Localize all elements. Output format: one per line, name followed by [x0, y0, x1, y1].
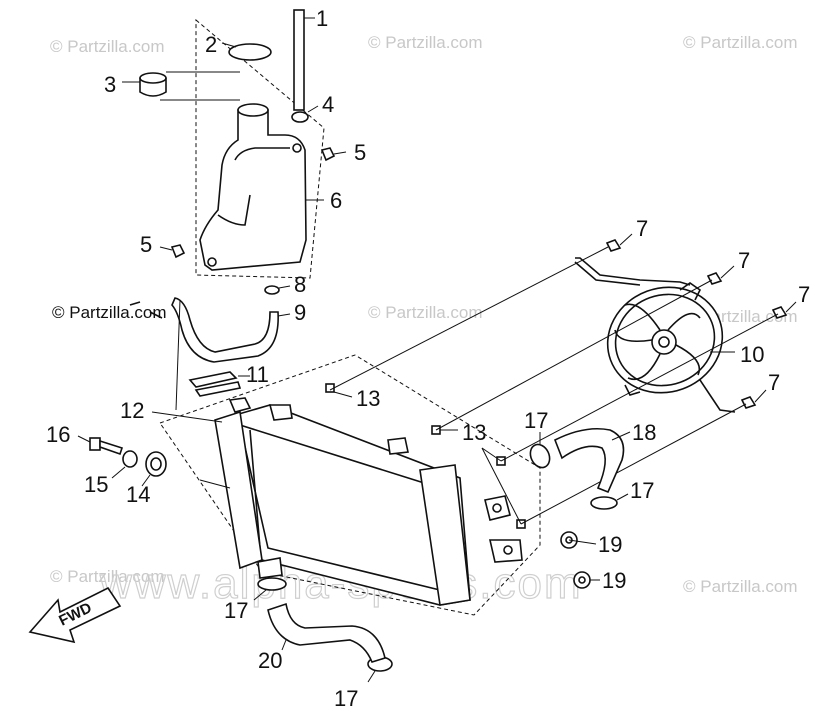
callout-7: 7 — [768, 370, 780, 395]
part-hose-clamp — [590, 493, 629, 510]
watermark: © Partzilla.com — [683, 33, 798, 52]
part-bolt — [320, 147, 347, 162]
callout-17: 17 — [334, 686, 358, 711]
part-rubber-strip — [188, 371, 250, 397]
callout-12: 12 — [120, 398, 144, 423]
callout-7: 7 — [738, 248, 750, 273]
watermark: © Partzilla.com — [683, 577, 798, 596]
watermark: © Partzilla.com — [50, 37, 165, 56]
part-flange-bolt — [77, 435, 124, 456]
part-tank-cap — [221, 42, 272, 61]
part-upper-hose — [553, 427, 631, 494]
part-washer — [264, 285, 291, 295]
callout-7: 7 — [636, 216, 648, 241]
part-radiator — [151, 397, 523, 606]
callout-17: 17 — [630, 478, 654, 503]
watermark: © Partzilla.com — [50, 567, 165, 586]
tank-group-outline — [195, 18, 325, 279]
callout-1: 1 — [316, 6, 328, 31]
callout-16: 16 — [46, 422, 70, 447]
callout-18: 18 — [632, 420, 656, 445]
callout-13: 13 — [462, 420, 486, 445]
callout-3: 3 — [104, 72, 116, 97]
part-collar-spacer — [111, 450, 138, 479]
callout-6: 6 — [330, 188, 342, 213]
callout-17: 17 — [224, 598, 248, 623]
part-nut — [325, 383, 353, 398]
callout-10: 10 — [740, 342, 764, 367]
forward-direction-arrow: FWD — [28, 586, 122, 644]
part-grommet — [141, 451, 167, 487]
callout-8: 8 — [294, 272, 306, 297]
part-hose-clamp — [529, 432, 551, 469]
watermark: © Partzilla.com — [368, 303, 483, 322]
part-lower-hose — [267, 602, 386, 663]
callout-5: 5 — [354, 140, 366, 165]
callout-5: 5 — [140, 232, 152, 257]
copyright-text: © Partzilla.com — [52, 303, 167, 322]
part-collar — [122, 71, 240, 101]
part-bolt — [740, 389, 767, 409]
part-cooling-fan — [574, 257, 736, 413]
part-bolt — [706, 265, 735, 285]
part-bolt — [159, 244, 186, 259]
callout-2: 2 — [205, 32, 217, 57]
watermark: © Partzilla.com — [368, 33, 483, 52]
part-mount-grommet — [573, 571, 600, 589]
part-overflow-hose — [293, 9, 315, 111]
part-bolt — [605, 233, 633, 252]
callout-13: 13 — [356, 386, 380, 411]
callout-19: 19 — [602, 568, 626, 593]
callout-19: 19 — [598, 532, 622, 557]
callout-11: 11 — [246, 362, 269, 387]
callout-15: 15 — [84, 472, 108, 497]
callout-17: 17 — [524, 408, 548, 433]
callout-20: 20 — [258, 648, 282, 673]
part-hose-clamp — [253, 577, 287, 601]
callout-4: 4 — [322, 92, 334, 117]
part-hose-clip — [291, 105, 319, 123]
callout-numbers: 1 2 3 4 5 5 6 7 7 7 7 8 9 10 11 12 13 13… — [46, 6, 810, 711]
assembly-leaders — [175, 246, 779, 525]
callout-14: 14 — [126, 482, 150, 507]
part-reservoir-tank — [199, 103, 324, 271]
callout-9: 9 — [294, 300, 306, 325]
part-nut — [431, 425, 458, 435]
part-small-hose — [129, 297, 291, 363]
callout-7: 7 — [798, 282, 810, 307]
part-mount-grommet — [560, 531, 597, 549]
